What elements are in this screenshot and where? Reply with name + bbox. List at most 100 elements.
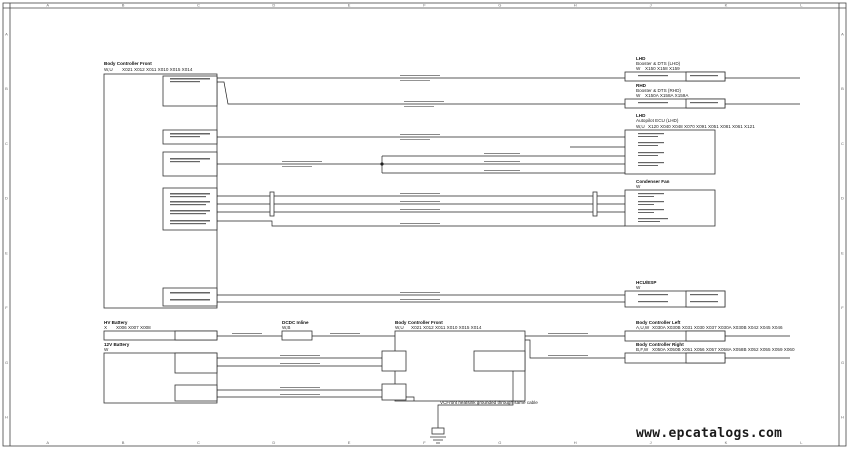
lv-battery-pin-box (174, 352, 218, 374)
bcr-pin-box (685, 352, 726, 364)
bcf-bottom-title: Body Controller Front (395, 320, 443, 325)
autopilot-title: Autopilot ECU (LHD) (636, 118, 679, 123)
body-controller-front-main: Body Controller Front W,U X021 X012 X011… (103, 61, 218, 309)
body-controller-front-bottom: Body Controller Front W,U X021 X012 X011… (381, 320, 526, 402)
pin-label-bar (170, 81, 200, 83)
hv-battery-pin-box (174, 330, 218, 341)
condenser-code: W (636, 184, 641, 189)
lhd-booster-code: W (636, 66, 641, 71)
pin-label-bar (170, 196, 206, 198)
pin-label-bar (170, 193, 210, 195)
pin-label-bar (170, 220, 210, 222)
grid-column-label: C (197, 440, 200, 445)
pin-label-bar (170, 201, 210, 203)
module-pin-labels (638, 75, 718, 303)
grid-row-label: E (5, 250, 8, 255)
pin-label-bar (170, 161, 200, 163)
lhd-booster-pin-box (685, 71, 726, 82)
wire (525, 339, 625, 359)
grid-row-label: A (841, 31, 844, 36)
grid-row-label: C (841, 141, 844, 146)
lv-battery-code: W (104, 347, 109, 352)
grid-row-label: B (5, 86, 8, 91)
pin-label-bar (170, 210, 210, 212)
grid-row-label: F (5, 305, 8, 310)
grid-row-label: D (5, 196, 8, 201)
wire-annotations-bottom (232, 333, 588, 395)
hv-battery-title: HV Battery (104, 320, 128, 325)
bcf-bottom-pin-box (473, 350, 526, 372)
grid-column-label: A (46, 440, 49, 445)
bcf-bottom-pin-box (381, 383, 407, 401)
grid-row-label: F (841, 305, 844, 310)
bcr-code: B,F,W (636, 347, 649, 352)
grid-row-label: C (5, 141, 8, 146)
wires-top (217, 77, 800, 303)
pin-label-bar (170, 292, 210, 294)
grid-column-label: H (574, 440, 577, 445)
hv-battery-code: X (104, 325, 107, 330)
bcl-pin-box (685, 330, 726, 342)
hcu-code: W (636, 285, 641, 290)
bcf-pin-block (162, 287, 218, 307)
dcdc-inline: DCDC Inline W,B (281, 320, 313, 341)
lhd-booster-connectors: X150 X158 X159 (645, 66, 680, 71)
pin-label-bar (170, 213, 206, 215)
grid-column-label: E (348, 3, 351, 8)
rhd-booster-title: Booster & DTS (RHD) (636, 88, 681, 93)
grid-column-label: E (348, 440, 351, 445)
body-controller-left: Body Controller Left A,U,W X030A X030B X… (624, 320, 783, 342)
dcdc-box (281, 330, 313, 341)
hcu-esp: HCU/ESP W (624, 280, 726, 308)
grid-row-label: B (841, 86, 844, 91)
pin-label-bar (170, 299, 210, 301)
lhd-tag: LHD (636, 56, 646, 61)
grid-row-label: H (841, 415, 844, 420)
grid-column-label: C (197, 3, 200, 8)
dcdc-code: W,B (282, 325, 290, 330)
pin-label-bar (170, 223, 206, 225)
grid-column-label: F (423, 440, 426, 445)
bcf-top-title: Body Controller Front (104, 61, 152, 66)
lhd-booster-title: Booster & DTS (LHD) (636, 61, 681, 66)
autopilot-ecu: LHD Autopilot ECU (LHD) W,U X120 X040 X0… (624, 113, 755, 175)
grid-column-label: L (800, 440, 803, 445)
body-controller-right: Body Controller Right B,F,W X050A X050B … (624, 342, 795, 364)
bcf-bottom-connectors: X021 X012 X011 X010 X015 X014 (411, 325, 482, 330)
pin-label-bar (170, 136, 200, 138)
condenser-title: Condenser Fan (636, 179, 670, 184)
autopilot-box (624, 129, 716, 175)
grid-column-label: K (725, 440, 728, 445)
autopilot-tag: LHD (636, 113, 646, 118)
bcl-title: Body Controller Left (636, 320, 681, 325)
heatsink-note: VCFront heatsink grounded through same c… (440, 400, 538, 405)
wire-annotations (282, 75, 520, 300)
grid-row-label: G (5, 360, 8, 365)
grid-row-label: A (5, 31, 8, 36)
pin-label-bar (170, 158, 210, 160)
rhd-tag: RHD (636, 83, 647, 88)
wire (406, 396, 415, 401)
booster-lhd: LHD Booster & DTS (LHD) W X150 X158 X159 (624, 56, 726, 82)
grid-row-label: G (841, 360, 844, 365)
lv-battery-pin-box (174, 384, 218, 402)
watermark: www.epcatalogs.com (636, 426, 782, 441)
grid-column-label: J (650, 3, 652, 8)
bcl-connectors: X030A X030B X031 X030 X037 X030A X030B X… (652, 325, 783, 330)
grid-row-label: H (5, 415, 8, 420)
grid-column-label: D (272, 440, 275, 445)
bcf-pin-block (162, 151, 218, 177)
lv-battery-title: 12V Battery (104, 342, 130, 347)
ground-lug (431, 427, 445, 435)
grid-column-label: D (272, 3, 275, 8)
grid-column-label: L (800, 3, 803, 8)
grid-column-label: H (574, 3, 577, 8)
bcf-pin-block (162, 75, 218, 107)
bcl-code: A,U,W (636, 325, 650, 330)
grid-column-label: B (122, 3, 125, 8)
inline-connector (269, 191, 275, 217)
wire (217, 220, 625, 227)
grid-column-label: A (46, 3, 49, 8)
